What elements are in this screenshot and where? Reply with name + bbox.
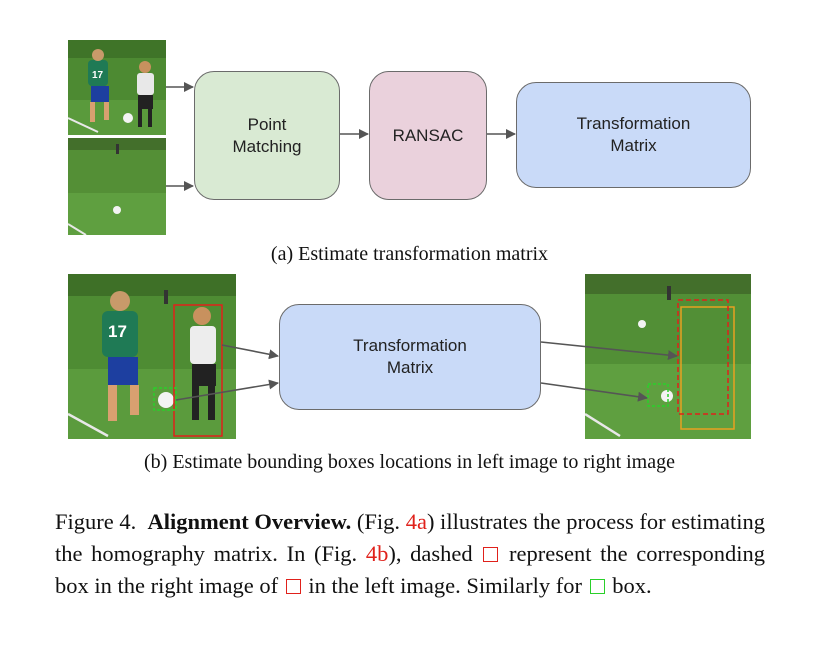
jersey-number-b: 17	[108, 322, 127, 341]
jersey-number: 17	[92, 70, 104, 81]
caption-text-1: (Fig.	[356, 509, 401, 534]
point-matching-node: Point Matching	[194, 71, 340, 200]
photo-field-bottom	[68, 138, 166, 235]
ransac-label: RANSAC	[392, 125, 464, 145]
caption-text-6: box.	[612, 573, 652, 598]
ref-4a[interactable]: 4a	[405, 509, 427, 534]
red-square-icon-2	[285, 579, 301, 594]
transformation-label-1: Transformation	[576, 114, 691, 133]
transformation-b-label-2: Matrix	[386, 358, 434, 377]
point-matching-label-2: Matching	[232, 136, 302, 156]
red-square-icon	[483, 547, 499, 562]
transformation-matrix-node-b: Transformation Matrix	[279, 304, 541, 410]
caption-text-5: in the left image. Similarly for	[308, 573, 583, 598]
transformation-b-label-1: Transformation	[353, 336, 467, 355]
figure-title: Alignment Overview.	[147, 509, 352, 534]
green-square-icon	[589, 579, 605, 594]
arrow-green-box-out	[540, 382, 648, 402]
photo-left-b: 17	[68, 274, 236, 439]
ref-4b[interactable]: 4b	[365, 541, 389, 566]
photo-players-top: 17	[68, 40, 166, 135]
figure-caption: Figure 4. Alignment Overview. (Fig. 4a) …	[55, 506, 765, 602]
caption-b: (b) Estimate bounding boxes locations in…	[144, 451, 675, 473]
arrow-red-box-out	[540, 341, 678, 361]
figure-label: Figure 4.	[55, 509, 137, 534]
caption-a: (a) Estimate transformation matrix	[270, 243, 549, 265]
arrow-red-box-in	[221, 344, 279, 360]
arrow-green-box-in	[175, 379, 279, 401]
red-dashed-box-right	[677, 299, 729, 415]
caption-text-4: represent the corresponding box in the r…	[55, 541, 766, 598]
orange-box-right	[680, 306, 735, 430]
transformation-matrix-node-a: Transformation Matrix	[516, 82, 751, 188]
caption-text-3: ), dashed	[388, 541, 473, 566]
point-matching-label-1: Point	[247, 114, 287, 134]
green-box-left	[153, 387, 177, 411]
transformation-label-2: Matrix	[610, 136, 657, 155]
green-dashed-box-right	[647, 383, 669, 407]
ransac-node: RANSAC	[369, 71, 487, 200]
caption-text-2: ) illustrates the process for estimating…	[55, 509, 766, 566]
red-box-left	[173, 304, 223, 437]
